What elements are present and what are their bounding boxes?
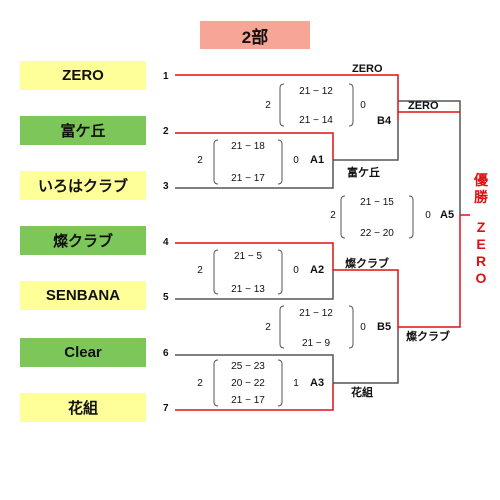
match-b5: 2 21 − 12 21 − 9 0 B5 [265, 305, 391, 349]
match-a2: 2 21 − 5 21 − 13 0 A2 [197, 249, 324, 295]
match-a3-id: A3 [310, 377, 324, 389]
winner-label-a2: 燦クラブ [345, 256, 389, 270]
match-a3: 2 25 − 23 20 − 22 21 − 17 1 A3 [197, 359, 324, 407]
match-a3-set-2: 20 − 22 [231, 378, 265, 389]
champion-title-char-1: 優 [473, 172, 489, 188]
match-a5: 2 21 − 15 22 − 20 0 A5 [330, 195, 454, 239]
match-b4: 2 21 − 12 21 − 14 0 B4 [265, 83, 392, 127]
match-b4-right-score: 0 [360, 100, 366, 111]
match-a1-set-2: 21 − 17 [231, 173, 265, 184]
team-box-2: 富ケ丘 [20, 116, 146, 145]
match-a3-set-1: 25 − 23 [231, 361, 265, 372]
match-a5-right-score: 0 [425, 210, 431, 221]
match-a1-id: A1 [310, 154, 324, 166]
match-b4-set-1: 21 − 12 [299, 86, 333, 97]
bracket-lines-gray [175, 100, 461, 384]
division-title: 2部 [200, 21, 310, 49]
match-b4-set-2: 21 − 14 [299, 115, 333, 126]
match-a2-set-2: 21 − 13 [231, 284, 265, 295]
match-a5-id: A5 [440, 209, 454, 221]
match-b4-left-score: 2 [265, 100, 271, 111]
team-box-6: Clear [20, 338, 146, 367]
match-b5-set-1: 21 − 12 [299, 308, 333, 319]
match-b5-id: B5 [377, 321, 391, 333]
match-a1-left-score: 2 [197, 155, 203, 166]
match-a1-set-1: 21 − 18 [231, 141, 265, 152]
match-a1-right-score: 0 [293, 155, 299, 166]
champion-name-char-1: Z [477, 219, 486, 235]
match-a5-set-2: 22 − 20 [360, 228, 394, 239]
winner-label-b5: 燦クラブ [406, 329, 450, 343]
champion-name-char-4: O [476, 270, 487, 286]
team-box-5: SENBANA [20, 281, 146, 310]
seed-1: 1 [163, 71, 169, 82]
champion-label: 優 勝 Z E R O [473, 172, 489, 286]
match-a5-set-1: 21 − 15 [360, 197, 394, 208]
seed-5: 5 [163, 292, 169, 303]
match-a2-right-score: 0 [293, 265, 299, 276]
seed-2: 2 [163, 126, 169, 137]
match-b5-right-score: 0 [360, 322, 366, 333]
winner-label-b4: ZERO [408, 100, 439, 112]
match-a1: 2 21 − 18 21 − 17 0 A1 [197, 139, 324, 185]
match-a2-left-score: 2 [197, 265, 203, 276]
match-a2-set-1: 21 − 5 [234, 251, 263, 262]
match-a3-right-score: 1 [293, 378, 299, 389]
winner-label-a3: 花組 [351, 385, 373, 399]
seed-4: 4 [163, 237, 169, 248]
bracket-lines-red [175, 74, 470, 411]
seed-6: 6 [163, 348, 169, 359]
team-box-7: 花組 [20, 393, 146, 422]
team-box-4: 燦クラブ [20, 226, 146, 255]
top-line-label: ZERO [352, 63, 383, 75]
team-box-1: ZERO [20, 61, 146, 90]
match-b5-left-score: 2 [265, 322, 271, 333]
match-a3-left-score: 2 [197, 378, 203, 389]
match-a2-id: A2 [310, 264, 324, 276]
match-a3-set-3: 21 − 17 [231, 395, 265, 406]
champion-name-char-3: R [476, 253, 486, 269]
team-box-3: いろはクラブ [20, 171, 146, 200]
seed-3: 3 [163, 181, 169, 192]
match-b4-id: B4 [377, 115, 392, 127]
champion-title-char-2: 勝 [474, 189, 489, 205]
winner-label-a1: 富ケ丘 [347, 165, 380, 179]
champion-name-char-2: E [476, 236, 485, 252]
seed-7: 7 [163, 403, 169, 414]
match-a5-left-score: 2 [330, 210, 336, 221]
match-b5-set-2: 21 − 9 [302, 338, 331, 349]
